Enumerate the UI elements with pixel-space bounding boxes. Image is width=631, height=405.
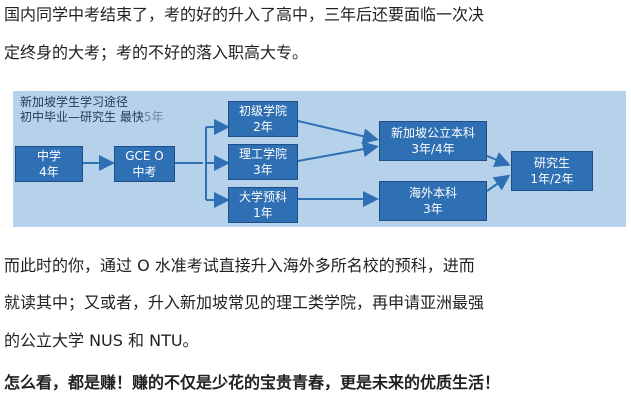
box-sg-public-bachelor-name: 新加坡公立本科 bbox=[390, 126, 475, 140]
arrow-poly-to-sg-bachelor bbox=[297, 141, 379, 162]
box-postgraduate: 研究生 1年/2年 bbox=[511, 151, 593, 191]
box-sg-public-bachelor: 新加坡公立本科 3年/4年 bbox=[379, 121, 487, 161]
box-overseas-bachelor-years: 3年 bbox=[423, 202, 443, 216]
body-line-3: 的公立大学 NUS 和 NTU。 bbox=[4, 331, 199, 350]
box-middle-school-name: 中学 bbox=[36, 149, 61, 163]
box-foundation-years: 1年 bbox=[253, 206, 273, 220]
body-line-1: 而此时的你，通过 O 水准考试直接升入海外多所名校的预科，进而 bbox=[4, 256, 475, 275]
study-path-diagram: 新加坡学生学习途径 初中毕业—研究生 最快5年 中学 4年 GCE O 中考 bbox=[13, 91, 626, 227]
box-sg-public-bachelor-years: 3年/4年 bbox=[411, 142, 455, 156]
body-line-2: 就读其中；又或者，升入新加坡常见的理工类学院，再申请亚洲最强 bbox=[4, 293, 485, 312]
box-polytechnic-years: 3年 bbox=[253, 163, 273, 177]
box-polytechnic: 理工学院 3年 bbox=[228, 144, 298, 180]
diagram-arrows bbox=[83, 119, 511, 208]
box-postgraduate-name: 研究生 bbox=[533, 156, 570, 170]
closing-line: 怎么看，都是赚！赚的不仅是少花的宝贵青春，更是未来的优质生活！ bbox=[4, 373, 501, 392]
arrow-overseas-to-postgrad bbox=[486, 174, 511, 192]
box-gce-o: GCE O 中考 bbox=[114, 146, 175, 182]
diagram-subtitle-faded: 5年 bbox=[143, 110, 164, 124]
box-postgraduate-years: 1年/2年 bbox=[530, 172, 574, 186]
box-polytechnic-name: 理工学院 bbox=[238, 147, 287, 161]
box-gce-o-name: GCE O bbox=[125, 149, 164, 163]
intro-line-2: 定终身的大考；考的不好的落入职高大专。 bbox=[4, 43, 309, 62]
diagram-subtitle: 初中毕业—研究生 最快5年 bbox=[20, 110, 163, 125]
box-middle-school-years: 4年 bbox=[39, 165, 59, 179]
diagram-subtitle-main: 初中毕业—研究生 最快 bbox=[20, 110, 144, 124]
box-overseas-bachelor: 海外本科 3年 bbox=[379, 181, 487, 221]
box-foundation: 大学预科 1年 bbox=[228, 187, 298, 223]
diagram-title: 新加坡学生学习途径 bbox=[20, 95, 129, 109]
box-junior-college-years: 2年 bbox=[253, 120, 273, 134]
box-middle-school: 中学 4年 bbox=[15, 146, 83, 182]
arrow-jc-to-sg-bachelor bbox=[297, 120, 379, 145]
box-junior-college: 初级学院 2年 bbox=[228, 101, 298, 137]
intro-line-1: 国内同学中考结束了，考的好的升入了高中，三年后还要面临一次决 bbox=[4, 5, 485, 24]
box-overseas-bachelor-name: 海外本科 bbox=[408, 186, 457, 200]
arrow-sg-to-postgrad bbox=[486, 152, 511, 167]
box-junior-college-name: 初级学院 bbox=[238, 104, 287, 118]
box-foundation-name: 大学预科 bbox=[238, 190, 287, 204]
box-gce-o-years: 中考 bbox=[132, 165, 157, 179]
